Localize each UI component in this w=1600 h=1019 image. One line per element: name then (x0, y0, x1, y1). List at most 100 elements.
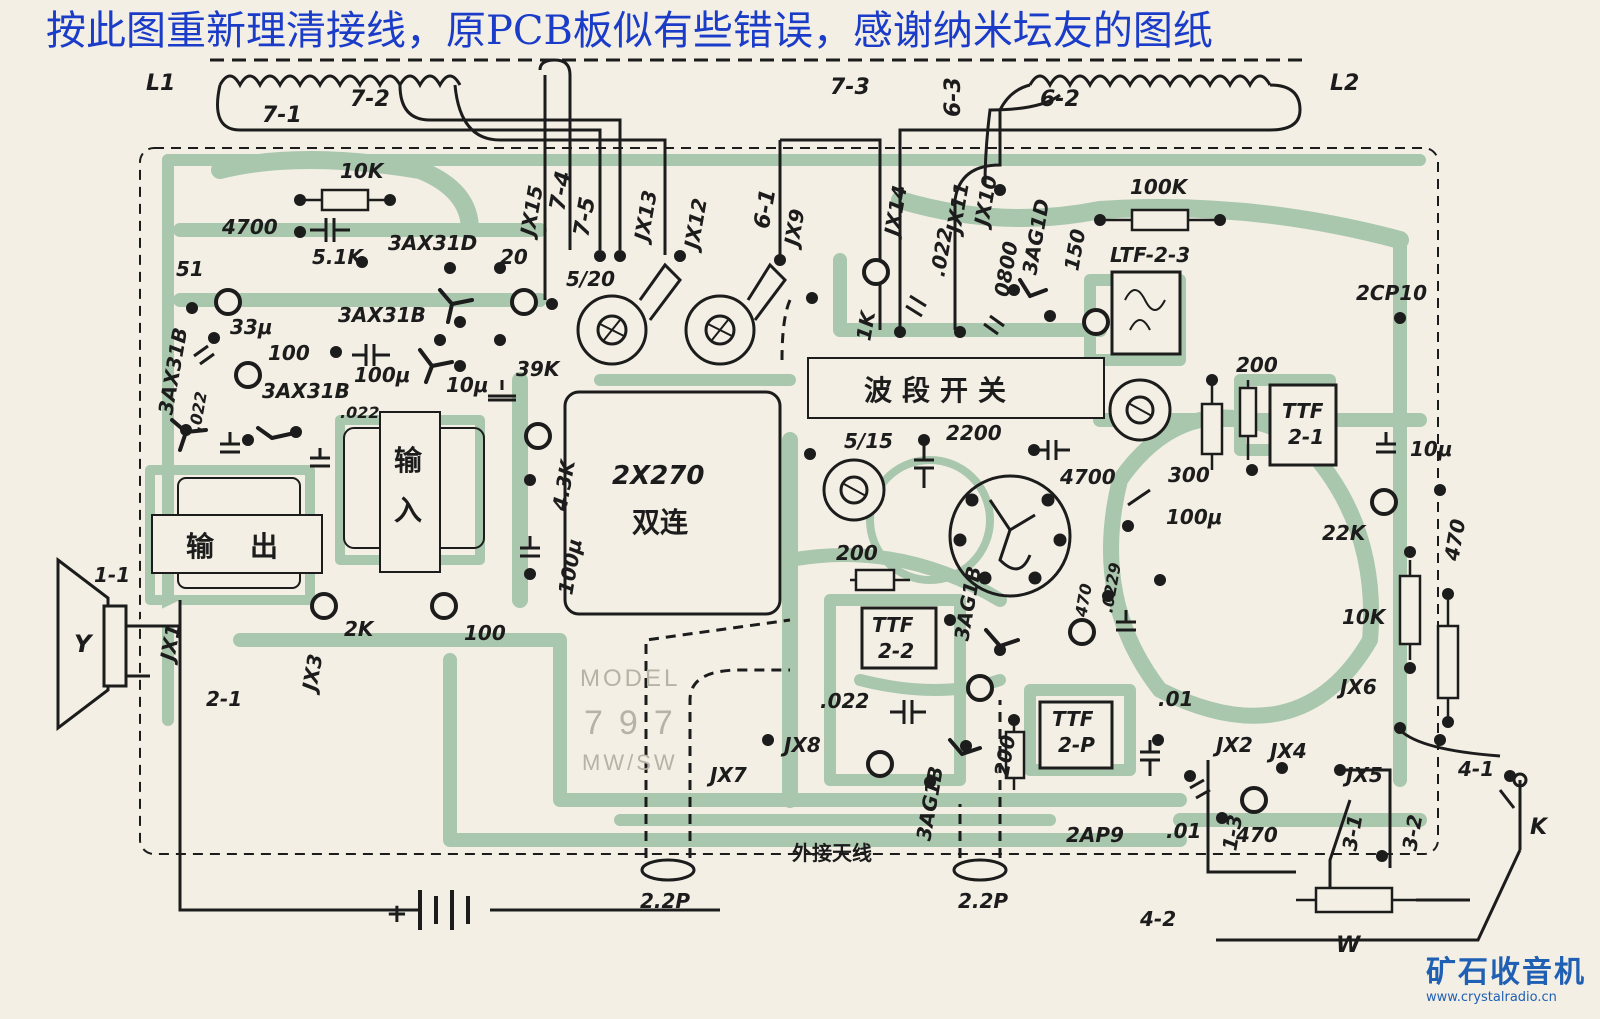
label-6-2: 6-2 (1040, 87, 1080, 112)
label-5-15: 5/15 (844, 429, 893, 453)
label-2x270: 2X270 (612, 461, 704, 491)
label-3ax31b-c: 3AX31B (262, 379, 350, 403)
label-jx14: JX14 (879, 183, 912, 241)
label-l1: L1 (146, 71, 175, 96)
resistors (300, 188, 1460, 914)
label-in-a: 输 (394, 444, 423, 477)
label-22k: 22K (1322, 521, 1367, 545)
label-ttf2p-a: TTF (1052, 707, 1094, 731)
label-jx3: JX3 (297, 652, 328, 696)
label-3ax31b-a: 3AX31B (153, 326, 192, 417)
label-jx2: JX2 (1212, 733, 1253, 757)
trimmer-pair (576, 262, 1172, 522)
label-7-4: 7-4 (545, 169, 577, 212)
band-switch: 波段开关 (807, 357, 1105, 419)
pads (214, 258, 1398, 814)
output-transformer: 输 出 (151, 477, 323, 589)
page-title: 按此图重新理清接线，原PCB板似有些错误，感谢纳米坛友的图纸 (46, 8, 1213, 54)
label-5-20: 5/20 (566, 267, 615, 291)
label-2200: 2200 (946, 421, 1002, 445)
label-ltf: LTF-2-3 (1110, 243, 1190, 267)
label-10k-b: 10K (1342, 605, 1387, 629)
model-marking: MODEL 797 MW/SW (580, 665, 678, 775)
label-ext-antenna: 外接天线 (792, 841, 872, 865)
label-2ap9: 2AP9 (1066, 823, 1124, 847)
label-batt-plus: + (386, 899, 408, 929)
label-100-a: 100 (268, 341, 310, 365)
label-jx4: JX4 (1266, 739, 1307, 763)
label-ttf21-a: TTF (1282, 399, 1324, 423)
coil-l1 (216, 58, 667, 300)
label-4700-top: 4700 (221, 215, 278, 239)
label-ttf2p-b: 2-P (1058, 733, 1095, 757)
ic-socket (948, 474, 1072, 598)
watermark-url: www.crystalradio.cn (1426, 990, 1557, 1005)
label-2-2p-b: 2.2P (958, 889, 1008, 913)
transistors (170, 278, 1048, 756)
label-ttf21-b: 2-1 (1288, 425, 1324, 449)
coil-labels: L1 L2 7-1 7-2 7-3 6-2 6-3 6-1 7-4 7-5 (146, 71, 1359, 239)
label-batt-minus: − (498, 895, 520, 925)
label-2k: 2K (344, 617, 375, 641)
label-l2: L2 (1330, 71, 1359, 96)
label-3-1: 3-1 (1337, 813, 1367, 853)
label-470-a: 470 (1439, 517, 1470, 563)
label-7-1: 7-1 (262, 103, 302, 128)
label-in-b: 入 (394, 494, 422, 527)
label-jx12: JX12 (679, 196, 712, 254)
if-labels: TTF 2-1 TTF 2-2 TTF 2-P (872, 399, 1324, 757)
label-jx5: JX5 (1342, 763, 1383, 787)
jumper-labels: JX15 JX13 JX12 JX9 JX14 JX11 JX10 JX1 JX… (155, 173, 1383, 787)
label-6-1: 6-1 (750, 187, 782, 230)
label-4700-b: 4700 (1059, 465, 1116, 489)
label-150: 150 (1059, 227, 1090, 272)
label-100-b: 100 (464, 621, 506, 645)
label-speaker: Y (74, 630, 94, 658)
label-ttf22-a: TTF (872, 613, 914, 637)
label-200-b: 200 (836, 541, 878, 565)
label-51: 51 (176, 257, 204, 281)
model-line3: MW/SW (582, 750, 678, 775)
label-200-a: 200 (1236, 353, 1278, 377)
label-6-3: 6-3 (941, 77, 966, 117)
battery-circuit (178, 600, 1528, 942)
label-01-a: .01 (1158, 687, 1193, 711)
label-33u: 33μ (230, 315, 273, 339)
label-7-2: 7-2 (350, 87, 390, 112)
label-10u-a: 10μ (446, 373, 489, 397)
label-100k: 100K (1130, 175, 1189, 199)
label-pot-w: W (1336, 933, 1362, 958)
label-5-1k: 5.1K (312, 245, 364, 269)
label-022-b: .022 (340, 403, 379, 422)
board-outline (139, 147, 1439, 855)
label-300: 300 (1168, 463, 1210, 487)
coil-l2 (778, 74, 1302, 330)
label-39k: 39K (516, 357, 561, 381)
label-jx8: JX8 (780, 733, 821, 757)
label-022-d: .022 (820, 689, 869, 713)
label-1k: 1K (851, 308, 880, 343)
label-2cp10: 2CP10 (1356, 281, 1427, 305)
label-10u-b: 10μ (1410, 437, 1453, 461)
label-jx6: JX6 (1336, 675, 1377, 699)
if-transformers (860, 270, 1338, 770)
label-2-1: 2-1 (206, 687, 242, 711)
label-3ax31b-b: 3AX31B (338, 303, 426, 327)
gang-capacitor: 2X270 双连 (563, 390, 782, 616)
label-7-5: 7-5 (569, 195, 601, 238)
label-4-2: 4-2 (1139, 907, 1176, 931)
label-band-switch: 波段开关 (864, 374, 1016, 407)
watermark: 矿石收音机 www.crystalradio.cn (1426, 956, 1596, 1006)
label-100u-c: 100μ (1166, 505, 1222, 529)
label-out-b: 出 (250, 530, 278, 563)
label-1-1: 1-1 (94, 563, 130, 587)
label-jx7: JX7 (706, 763, 747, 787)
label-470-b: 470 (1071, 582, 1096, 619)
solder-dots (180, 184, 1516, 862)
speaker (56, 556, 182, 732)
label-20: 20 (500, 245, 528, 269)
label-jx9: JX9 (779, 207, 810, 251)
label-switch-k: K (1530, 815, 1549, 840)
label-470-c: 470 (1235, 823, 1278, 847)
